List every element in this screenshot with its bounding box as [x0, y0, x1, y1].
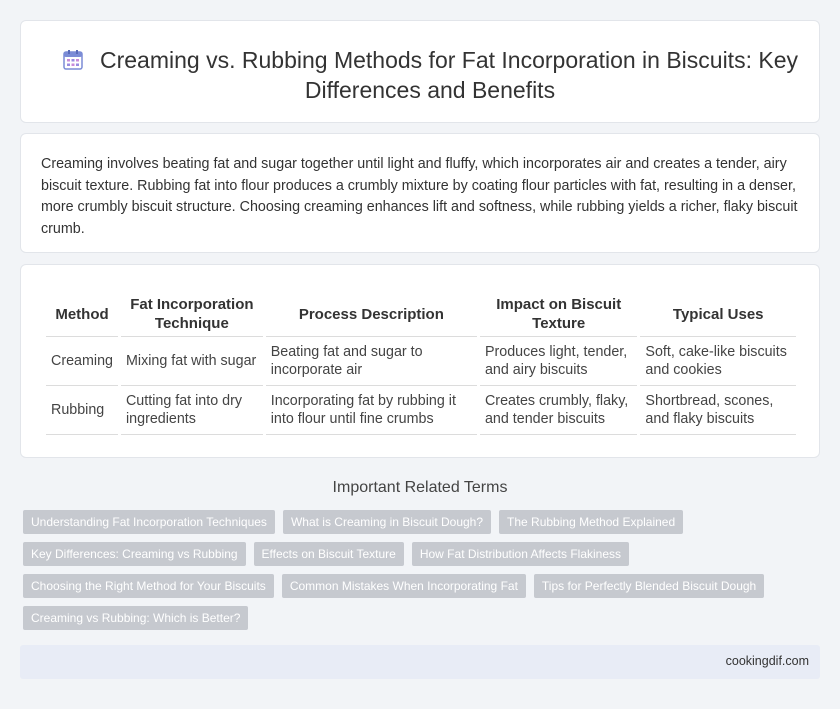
- title-card: Creaming vs. Rubbing Methods for Fat Inc…: [20, 20, 820, 123]
- header-process: Process Description: [265, 295, 477, 337]
- table-cell: Mixing fat with sugar: [120, 337, 263, 386]
- table-cell: Creaming: [46, 337, 118, 386]
- table-row: Rubbing Cutting fat into dry ingredients…: [46, 386, 796, 435]
- related-term-tag[interactable]: Choosing the Right Method for Your Biscu…: [23, 574, 274, 598]
- header-technique: Fat Incorporation Technique: [120, 295, 263, 337]
- title-wrap: Creaming vs. Rubbing Methods for Fat Inc…: [61, 45, 799, 105]
- related-terms-list: Understanding Fat Incorporation Techniqu…: [23, 510, 803, 638]
- table-cell: Incorporating fat by rubbing it into flo…: [265, 386, 477, 435]
- footer-site-link[interactable]: cookingdif.com: [725, 654, 809, 668]
- footer: cookingdif.com: [20, 645, 820, 679]
- related-term-tag[interactable]: The Rubbing Method Explained: [499, 510, 684, 534]
- table-row: Creaming Mixing fat with sugar Beating f…: [46, 337, 796, 386]
- header-impact: Impact on Biscuit Texture: [479, 295, 638, 337]
- table-header-row: Method Fat Incorporation Technique Proce…: [46, 295, 796, 337]
- calendar-icon: [62, 48, 84, 70]
- table-card: Method Fat Incorporation Technique Proce…: [20, 264, 820, 458]
- related-term-tag[interactable]: Tips for Perfectly Blended Biscuit Dough: [533, 574, 765, 598]
- tag-row: Key Differences: Creaming vs Rubbing Eff…: [23, 542, 803, 566]
- tag-row: Understanding Fat Incorporation Techniqu…: [23, 510, 803, 534]
- related-terms-title: Important Related Terms: [332, 479, 508, 496]
- comparison-table: Method Fat Incorporation Technique Proce…: [43, 295, 799, 435]
- page-title: Creaming vs. Rubbing Methods for Fat Inc…: [61, 45, 799, 105]
- related-term-tag[interactable]: Effects on Biscuit Texture: [253, 542, 404, 566]
- header-method: Method: [46, 295, 118, 337]
- related-term-tag[interactable]: How Fat Distribution Affects Flakiness: [411, 542, 630, 566]
- table-cell: Creates crumbly, flaky, and tender biscu…: [479, 386, 638, 435]
- intro-card: Creaming involves beating fat and sugar …: [20, 133, 820, 253]
- related-term-tag[interactable]: Understanding Fat Incorporation Techniqu…: [23, 510, 275, 534]
- related-term-tag[interactable]: What is Creaming in Biscuit Dough?: [282, 510, 492, 534]
- table-cell: Soft, cake-like biscuits and cookies: [640, 337, 796, 386]
- table-cell: Produces light, tender, and airy biscuit…: [479, 337, 638, 386]
- intro-text: Creaming involves beating fat and sugar …: [41, 156, 798, 237]
- related-term-tag[interactable]: Creaming vs Rubbing: Which is Better?: [23, 606, 249, 630]
- header-uses: Typical Uses: [640, 295, 796, 337]
- related-term-tag[interactable]: Common Mistakes When Incorporating Fat: [281, 574, 526, 598]
- table-cell: Beating fat and sugar to incorporate air: [265, 337, 477, 386]
- table-cell: Rubbing: [46, 386, 118, 435]
- page-title-text: Creaming vs. Rubbing Methods for Fat Inc…: [100, 47, 798, 103]
- tag-row: Choosing the Right Method for Your Biscu…: [23, 574, 803, 598]
- table-cell: Shortbread, scones, and flaky biscuits: [640, 386, 796, 435]
- tag-row: Creaming vs Rubbing: Which is Better?: [23, 606, 803, 630]
- table-cell: Cutting fat into dry ingredients: [120, 386, 263, 435]
- related-term-tag[interactable]: Key Differences: Creaming vs Rubbing: [23, 542, 246, 566]
